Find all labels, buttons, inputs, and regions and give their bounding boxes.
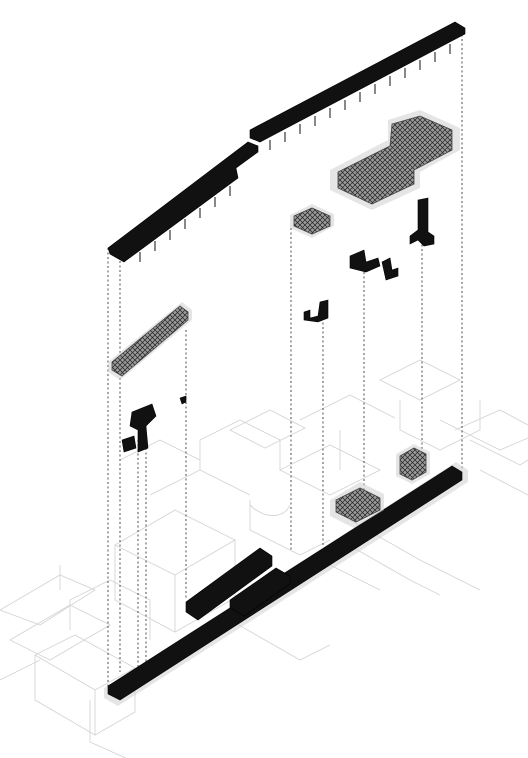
roof-canopy-left [107,141,259,263]
canopy-hanger-rods [139,44,451,262]
deck-pavilion-base [229,567,291,617]
connector-piece-d [303,299,329,323]
ground-deck [104,444,468,706]
deck-pavilion [185,547,273,621]
site-context [0,359,528,758]
connector-piece-e [129,403,157,453]
mesh-bar-left [111,305,189,377]
deck-mesh-block-right [399,447,427,481]
upper-structures [108,110,460,380]
roof-canopy [107,21,466,263]
deck-mesh-block-center [335,487,381,523]
deck-posts [139,506,401,682]
connector-piece-a [409,197,435,247]
projection-guides [107,30,463,688]
connector-piece-c [381,257,399,281]
connector-piece-f [121,435,137,453]
vertical-connectors [121,197,435,453]
connector-piece-g [179,395,187,405]
mesh-volume-large [337,115,453,205]
roof-canopy-right [249,21,466,143]
connector-piece-b [349,249,381,273]
mesh-block-small [293,207,331,235]
